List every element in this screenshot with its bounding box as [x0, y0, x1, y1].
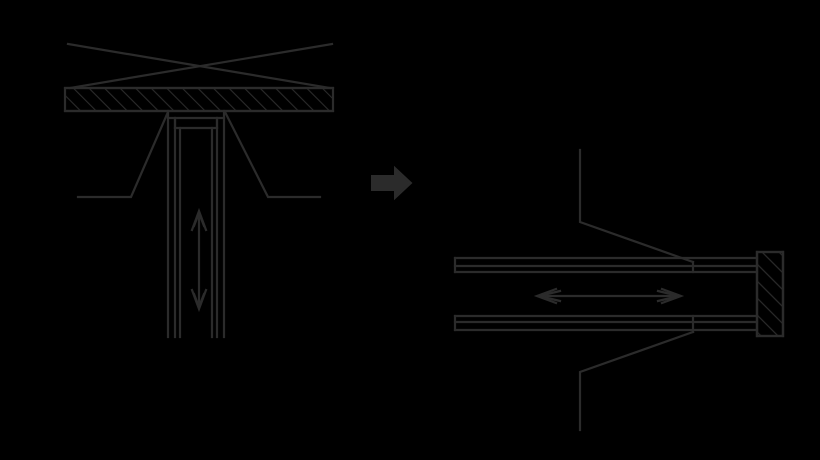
transformation-arrow: [371, 165, 413, 201]
lower-right-leader: [223, 110, 322, 199]
upper-right-leader: [578, 148, 695, 264]
upper-crossing-leaders: [66, 42, 334, 90]
hatched-ceiling-band: [63, 86, 335, 113]
lower-right-leader: [578, 330, 695, 432]
horizontal-span-arrow: [533, 287, 685, 305]
hatched-wall-block: [755, 250, 785, 338]
upper-right-crossing-leader: [68, 42, 334, 90]
lower-leaders: [76, 110, 322, 199]
lower-left-leader: [76, 110, 170, 199]
vertical-channel-section: [166, 109, 226, 339]
horizontal-channel-section: [453, 256, 759, 334]
vertical-span-arrow: [190, 207, 208, 313]
